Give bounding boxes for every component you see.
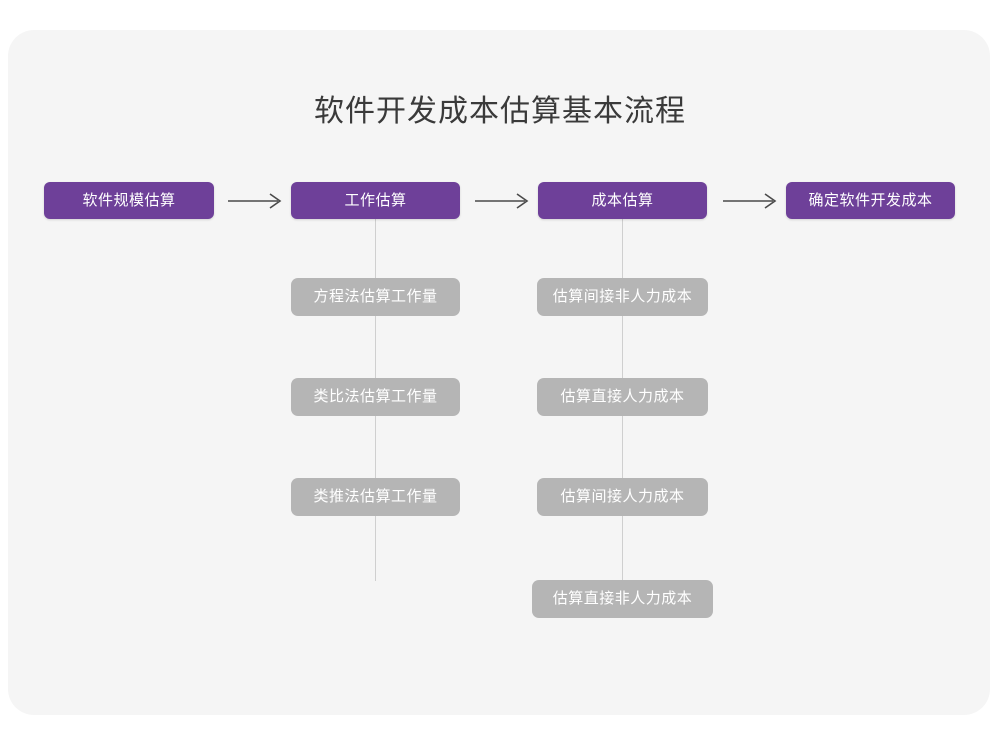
flow-node-determine-development-cost[interactable]: 确定软件开发成本 — [786, 182, 955, 219]
flow-node-work-estimation[interactable]: 工作估算 — [291, 182, 460, 219]
arrow-right-icon — [473, 190, 535, 212]
branch-node-equation-method[interactable]: 方程法估算工作量 — [291, 278, 460, 316]
arrow-right-icon — [721, 190, 783, 212]
branch-node-analogy-method[interactable]: 类比法估算工作量 — [291, 378, 460, 416]
flow-node-cost-estimation[interactable]: 成本估算 — [538, 182, 707, 219]
branch-node-indirect-nonlabor-cost[interactable]: 估算间接非人力成本 — [537, 278, 708, 316]
diagram-card — [8, 30, 990, 715]
branch-node-inference-method[interactable]: 类推法估算工作量 — [291, 478, 460, 516]
arrow-right-icon — [226, 190, 288, 212]
flow-node-software-scale-estimation[interactable]: 软件规模估算 — [44, 182, 214, 219]
branch-node-direct-labor-cost[interactable]: 估算直接人力成本 — [537, 378, 708, 416]
branch-node-direct-nonlabor-cost[interactable]: 估算直接非人力成本 — [532, 580, 713, 618]
page-title: 软件开发成本估算基本流程 — [314, 95, 686, 128]
branch-node-indirect-labor-cost[interactable]: 估算间接人力成本 — [537, 478, 708, 516]
